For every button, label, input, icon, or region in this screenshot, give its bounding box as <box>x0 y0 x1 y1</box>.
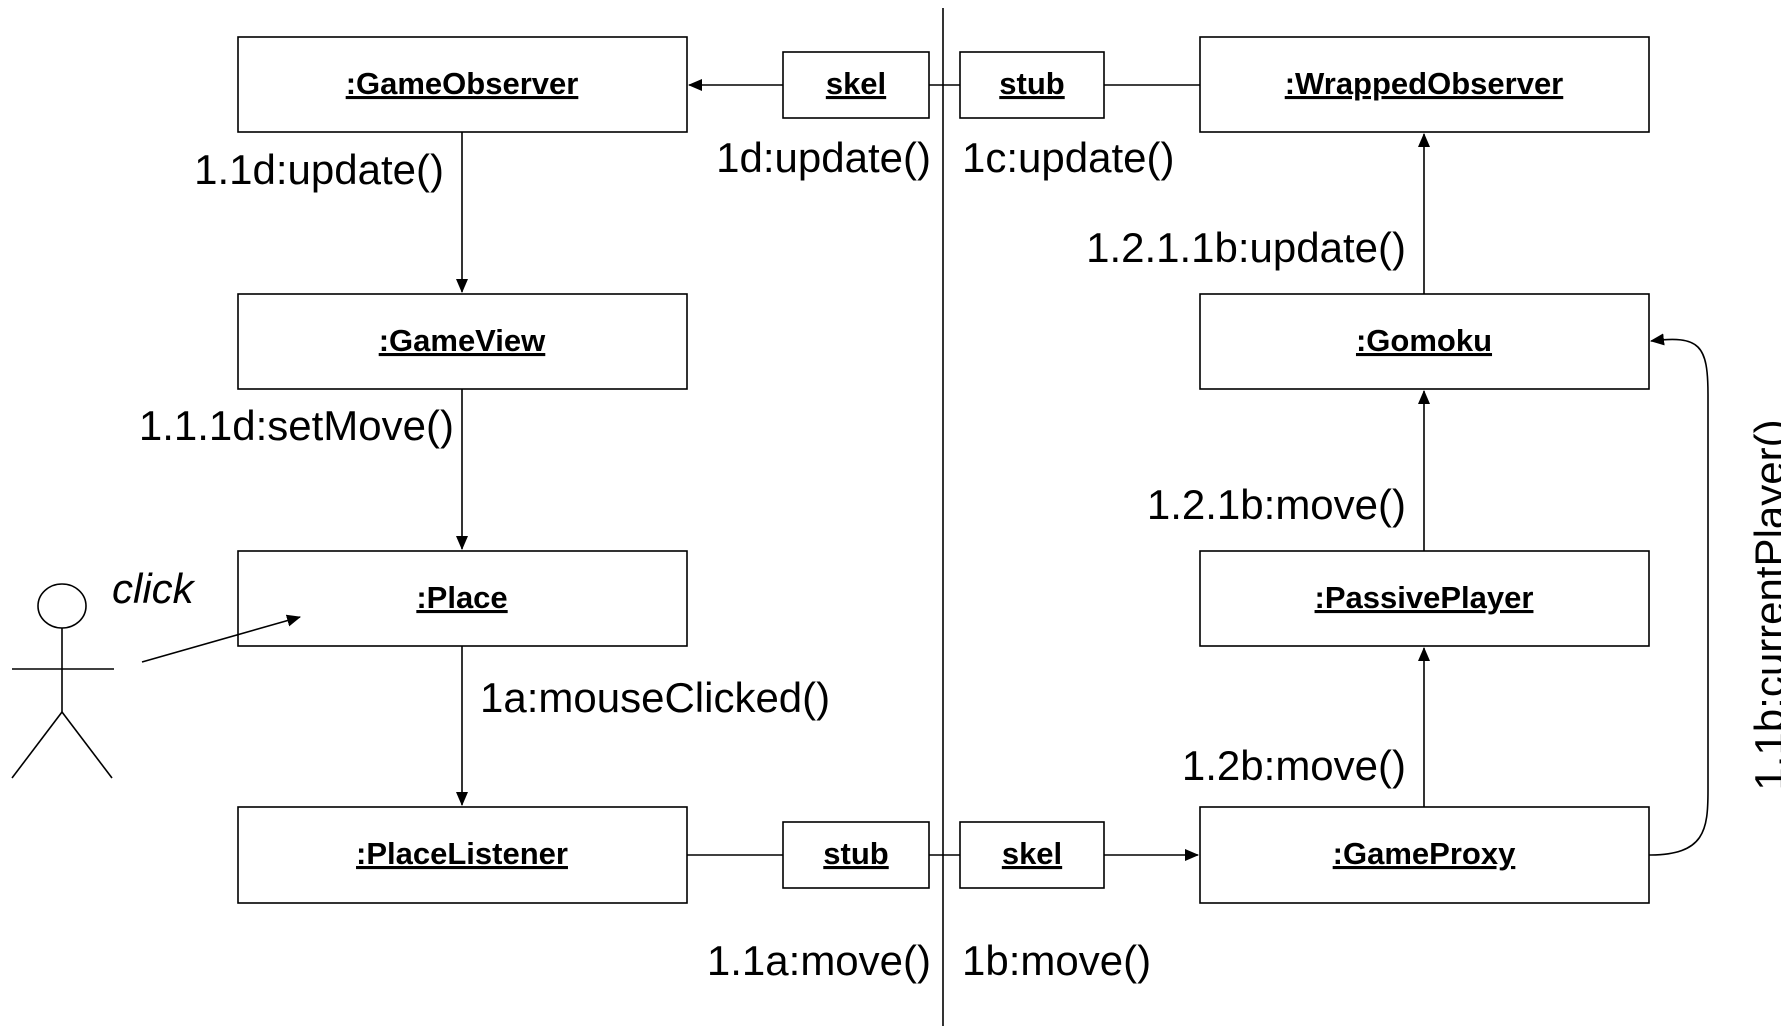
gomoku-label: :Gomoku <box>1356 323 1492 358</box>
game-observer-label: :GameObserver <box>346 66 579 101</box>
click-arrow <box>141 614 301 663</box>
wrapped-observer-label: :WrappedObserver <box>1285 66 1564 101</box>
user-actor-icon <box>11 583 114 779</box>
place-label: :Place <box>416 580 507 615</box>
game-proxy-object: :GameProxy <box>1199 806 1650 904</box>
msg-update-1d: 1d:update() <box>716 134 931 181</box>
msg-move-1-1a: 1.1a:move() <box>707 937 931 984</box>
msg-move-1-2b: 1.2b:move() <box>1182 742 1406 789</box>
stub-bottom-label: stub <box>823 836 888 871</box>
msg-move-1b: 1b:move() <box>962 937 1151 984</box>
msg-move-1-2-1b: 1.2.1b:move() <box>1147 481 1406 528</box>
passive-player-object: :PassivePlayer <box>1199 550 1650 647</box>
game-proxy-label: :GameProxy <box>1333 836 1516 871</box>
msg-update-1-2-1-1b: 1.2.1.1b:update() <box>1086 224 1406 271</box>
skel-top-object: skel <box>782 51 930 119</box>
msg-update-1-1d: 1.1d:update() <box>194 146 444 193</box>
msg-current-player-1-1b: 1.1b:currentPlayer() <box>1746 419 1781 790</box>
msg-update-1c: 1c:update() <box>962 134 1174 181</box>
skel-top-label: skel <box>826 66 886 101</box>
msg-mouse-clicked-1a: 1a:mouseClicked() <box>480 674 830 721</box>
msg-set-move-1-1-1d: 1.1.1d:setMove() <box>139 402 454 449</box>
game-proxy-to-gomoku-curve-arrow <box>1648 333 1709 856</box>
place-listener-object: :PlaceListener <box>237 806 688 904</box>
stub-bottom-object: stub <box>782 821 930 889</box>
skel-bottom-label: skel <box>1002 836 1062 871</box>
stub-top-label: stub <box>999 66 1064 101</box>
place-object: :Place <box>237 550 688 647</box>
gomoku-object: :Gomoku <box>1199 293 1650 390</box>
game-observer-object: :GameObserver <box>237 36 688 133</box>
game-view-label: :GameView <box>379 323 546 358</box>
wrapped-observer-object: :WrappedObserver <box>1199 36 1650 133</box>
passive-player-label: :PassivePlayer <box>1315 580 1534 615</box>
place-listener-label: :PlaceListener <box>356 836 568 871</box>
stub-top-object: stub <box>959 51 1105 119</box>
click-label: click <box>112 565 196 612</box>
game-view-object: :GameView <box>237 293 688 390</box>
skel-bottom-object: skel <box>959 821 1105 889</box>
